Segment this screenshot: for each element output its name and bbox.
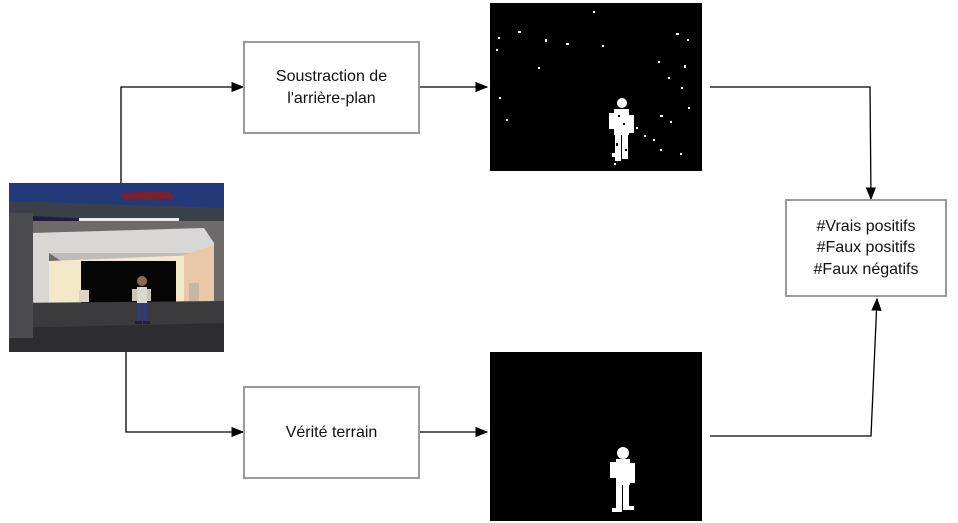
metrics-box: #Vrais positifs #Faux positifs #Faux nég… (785, 199, 947, 297)
false-positives-label: #Faux positifs (816, 239, 916, 257)
ground-truth-mask (490, 352, 702, 521)
arrow-mask-to-metrics (710, 86, 877, 201)
input-scene-image (9, 183, 224, 352)
ground-truth-box: Vérité terrain (243, 386, 420, 479)
character-figure (132, 276, 151, 324)
arrow-scene-to-subtraction (120, 81, 245, 183)
background-subtraction-box: Soustraction de l'arrière-plan (243, 41, 420, 134)
ground-truth-label: Vérité terrain (285, 423, 378, 441)
background-subtraction-line1: Soustraction de (275, 67, 388, 85)
subtraction-result-mask (490, 3, 702, 171)
noise-pixels (496, 11, 690, 165)
false-negatives-label: #Faux négatifs (813, 260, 919, 278)
detected-silhouette (609, 98, 634, 161)
ground-truth-silhouette (610, 447, 635, 512)
arrow-gtmask-to-metrics (710, 297, 882, 437)
arrow-scene-to-groundtruth (125, 352, 245, 438)
background-subtraction-line2: l'arrière-plan (287, 89, 376, 107)
true-positives-label: #Vrais positifs (816, 217, 916, 235)
